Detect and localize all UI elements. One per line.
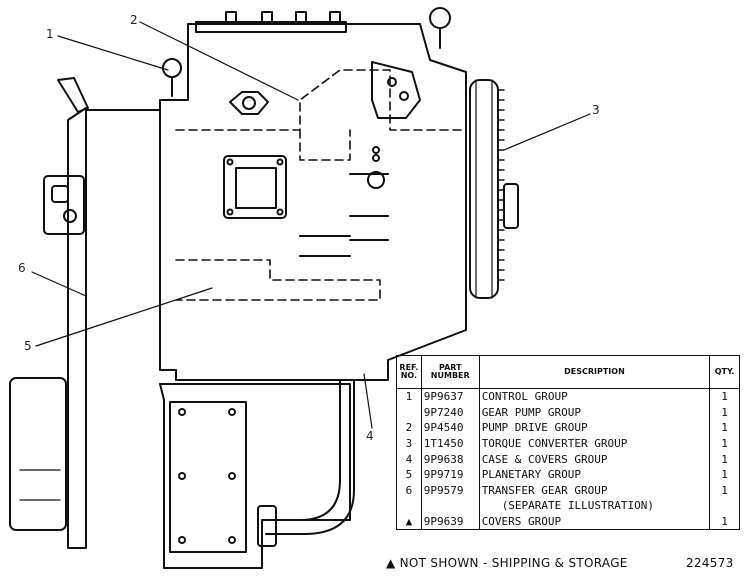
table-row: 1 9P9637 CONTROL GROUP 1 (396, 388, 740, 405)
row-part-number: 9P9579 (420, 482, 480, 499)
row-qty: 1 (709, 513, 740, 531)
row-ref (396, 498, 422, 514)
table-row: 2 9P4540 PUMP DRIVE GROUP 1 (396, 420, 740, 436)
leader-4 (363, 373, 373, 429)
row-qty: 1 (709, 466, 740, 483)
hex-plug (229, 91, 269, 115)
callout-5: 5 (24, 339, 32, 353)
row-ref: 4 (396, 451, 422, 467)
cover-plate (223, 155, 287, 219)
row-part-number: 9P9719 (420, 466, 480, 483)
callout-3: 3 (592, 103, 600, 117)
table-row: 6 9P9579 TRANSFER GEAR GROUP 1 (396, 482, 740, 499)
table-row: (SEPARATE ILLUSTRATION) (396, 498, 740, 514)
row-qty: 1 (709, 482, 740, 499)
lower-cover (169, 401, 247, 553)
leader-3 (503, 113, 591, 151)
row-description: CONTROL GROUP (478, 388, 711, 405)
filter-canister (9, 377, 67, 531)
callout-1: 1 (46, 27, 54, 41)
table-row: 3 1T1450 TORQUE CONVERTER GROUP 1 (396, 435, 740, 452)
row-qty: 1 (709, 404, 740, 421)
row-ref: 3 (396, 435, 422, 452)
row-qty: 1 (709, 451, 740, 467)
parts-table-header: REF. NO. PART NUMBER DESCRIPTION QTY. (396, 355, 740, 389)
row-part-number: 1T1450 (420, 435, 480, 452)
row-part-number (420, 498, 480, 514)
callout-6: 6 (18, 261, 26, 275)
footnote: ▲ NOT SHOWN - SHIPPING & STORAGE (386, 556, 628, 570)
row-qty (709, 498, 740, 514)
lifting-eye-1 (162, 58, 182, 78)
output-shaft (503, 183, 519, 229)
row-part-number: 9P7240 (420, 404, 480, 421)
header-qty: QTY. (709, 355, 740, 389)
row-ref: 6 (396, 482, 422, 499)
table-row: ▲ 9P9639 COVERS GROUP 1 (396, 513, 740, 531)
row-qty: 1 (709, 388, 740, 405)
callout-4: 4 (366, 429, 374, 443)
row-part-number: 9P4540 (420, 420, 480, 436)
header-part-number: PART NUMBER (420, 355, 480, 389)
left-boss (43, 175, 85, 235)
row-ref: 2 (396, 420, 422, 436)
row-ref: 1 (396, 388, 422, 405)
leader-1 (57, 35, 169, 71)
leader-6 (31, 271, 87, 297)
row-part-number: 9P9637 (420, 388, 480, 405)
row-description: TORQUE CONVERTER GROUP (478, 435, 711, 452)
housing-ribs (299, 173, 389, 257)
row-part-number: 9P9639 (420, 513, 480, 531)
row-description: TRANSFER GEAR GROUP (478, 482, 711, 499)
header-ref: REF. NO. (396, 355, 422, 389)
lifting-eye-2 (429, 7, 451, 29)
parts-table: REF. NO. PART NUMBER DESCRIPTION QTY. 1 … (396, 355, 740, 531)
ring-gear-teeth (497, 89, 505, 281)
row-ref: 5 (396, 466, 422, 483)
leader-5 (35, 287, 213, 347)
control-plate (371, 61, 421, 119)
table-row: 9P7240 GEAR PUMP GROUP 1 (396, 404, 740, 421)
main-housing (85, 23, 467, 381)
row-description: COVERS GROUP (478, 513, 711, 531)
leader-2 (139, 21, 299, 101)
row-qty: 1 (709, 420, 740, 436)
row-ref (396, 404, 422, 421)
row-description: PUMP DRIVE GROUP (478, 420, 711, 436)
header-description: DESCRIPTION (478, 355, 711, 389)
hydraulic-line (265, 379, 341, 521)
top-bolts (225, 11, 341, 23)
lower-housing (159, 383, 351, 569)
table-row: 4 9P9638 CASE & COVERS GROUP 1 (396, 451, 740, 467)
row-description: CASE & COVERS GROUP (478, 451, 711, 467)
row-description: PLANETARY GROUP (478, 466, 711, 483)
illustration-number: 224573 (686, 556, 734, 570)
callout-2: 2 (130, 13, 138, 27)
left-housing (67, 107, 87, 549)
row-description: (SEPARATE ILLUSTRATION) (478, 498, 711, 514)
row-part-number: 9P9638 (420, 451, 480, 467)
table-row: 5 9P9719 PLANETARY GROUP 1 (396, 466, 740, 483)
flywheel-ring (469, 79, 499, 299)
row-qty: 1 (709, 435, 740, 452)
row-description: GEAR PUMP GROUP (478, 404, 711, 421)
lifting-hook-left (57, 77, 89, 113)
row-ref: ▲ (396, 513, 422, 531)
